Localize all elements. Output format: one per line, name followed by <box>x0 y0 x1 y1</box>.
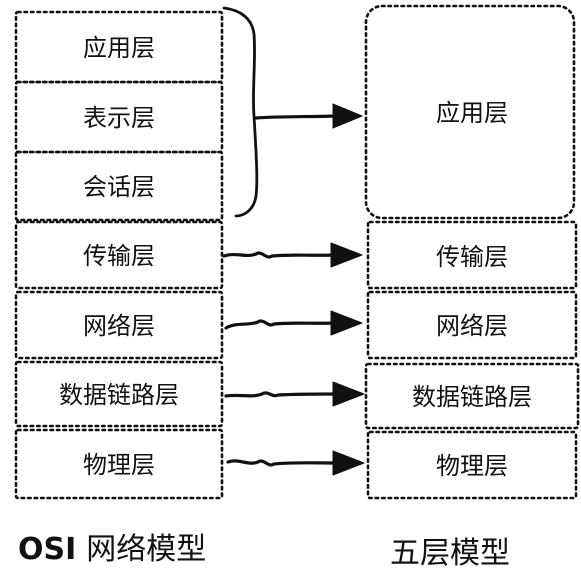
five-layer-data-link: 数据链路层 <box>364 362 580 430</box>
five-layer-stack: 应用层 传输层 网络层 数据链路层 物理层 <box>364 4 580 500</box>
five-layer-model-caption: 五层模型 <box>390 536 510 571</box>
osi-layer-transport-label: 传输层 <box>83 242 155 270</box>
mapping-arrows <box>222 103 365 476</box>
osi-layer-physical-label: 物理层 <box>83 451 155 479</box>
osi-caption-suffix: 网络模型 <box>86 532 207 567</box>
osi-layer-application: 应用层 <box>14 10 224 84</box>
osi-model-caption: OSI 网络模型 <box>18 524 206 568</box>
five-layer-network-label: 网络层 <box>436 312 508 340</box>
osi-layer-application-label: 应用层 <box>83 34 155 62</box>
five-layer-transport-label: 传输层 <box>436 243 508 271</box>
osi-layer-session-label: 会话层 <box>83 173 155 201</box>
five-layer-transport: 传输层 <box>366 220 578 290</box>
osi-layer-transport: 传输层 <box>14 220 224 290</box>
arrow-application <box>254 103 363 129</box>
osi-layer-data-link-label: 数据链路层 <box>59 381 179 409</box>
upper-layers-brace <box>222 6 259 218</box>
osi-caption-prefix: OSI <box>18 532 77 567</box>
five-layer-physical: 物理层 <box>366 430 578 500</box>
arrow-transport <box>222 242 363 268</box>
five-layer-network: 网络层 <box>366 290 578 360</box>
arrow-data-link <box>224 381 365 407</box>
osi-layer-physical: 物理层 <box>14 428 224 500</box>
five-layer-data-link-label: 数据链路层 <box>412 383 532 411</box>
five-layer-physical-label: 物理层 <box>436 452 508 480</box>
osi-layer-session: 会话层 <box>14 150 224 222</box>
arrow-network <box>224 310 363 336</box>
osi-layer-presentation: 表示层 <box>14 80 224 154</box>
osi-layer-data-link: 数据链路层 <box>14 360 224 428</box>
five-layer-application-label: 应用层 <box>436 99 508 127</box>
osi-layer-stack: 应用层 表示层 会话层 传输层 网络层 数据链路层 物理层 <box>14 10 224 500</box>
five-layer-application: 应用层 <box>364 4 576 220</box>
osi-layer-presentation-label: 表示层 <box>83 104 155 132</box>
arrow-physical <box>226 450 365 476</box>
osi-layer-network: 网络层 <box>14 290 224 360</box>
osi-layer-network-label: 网络层 <box>83 312 155 340</box>
